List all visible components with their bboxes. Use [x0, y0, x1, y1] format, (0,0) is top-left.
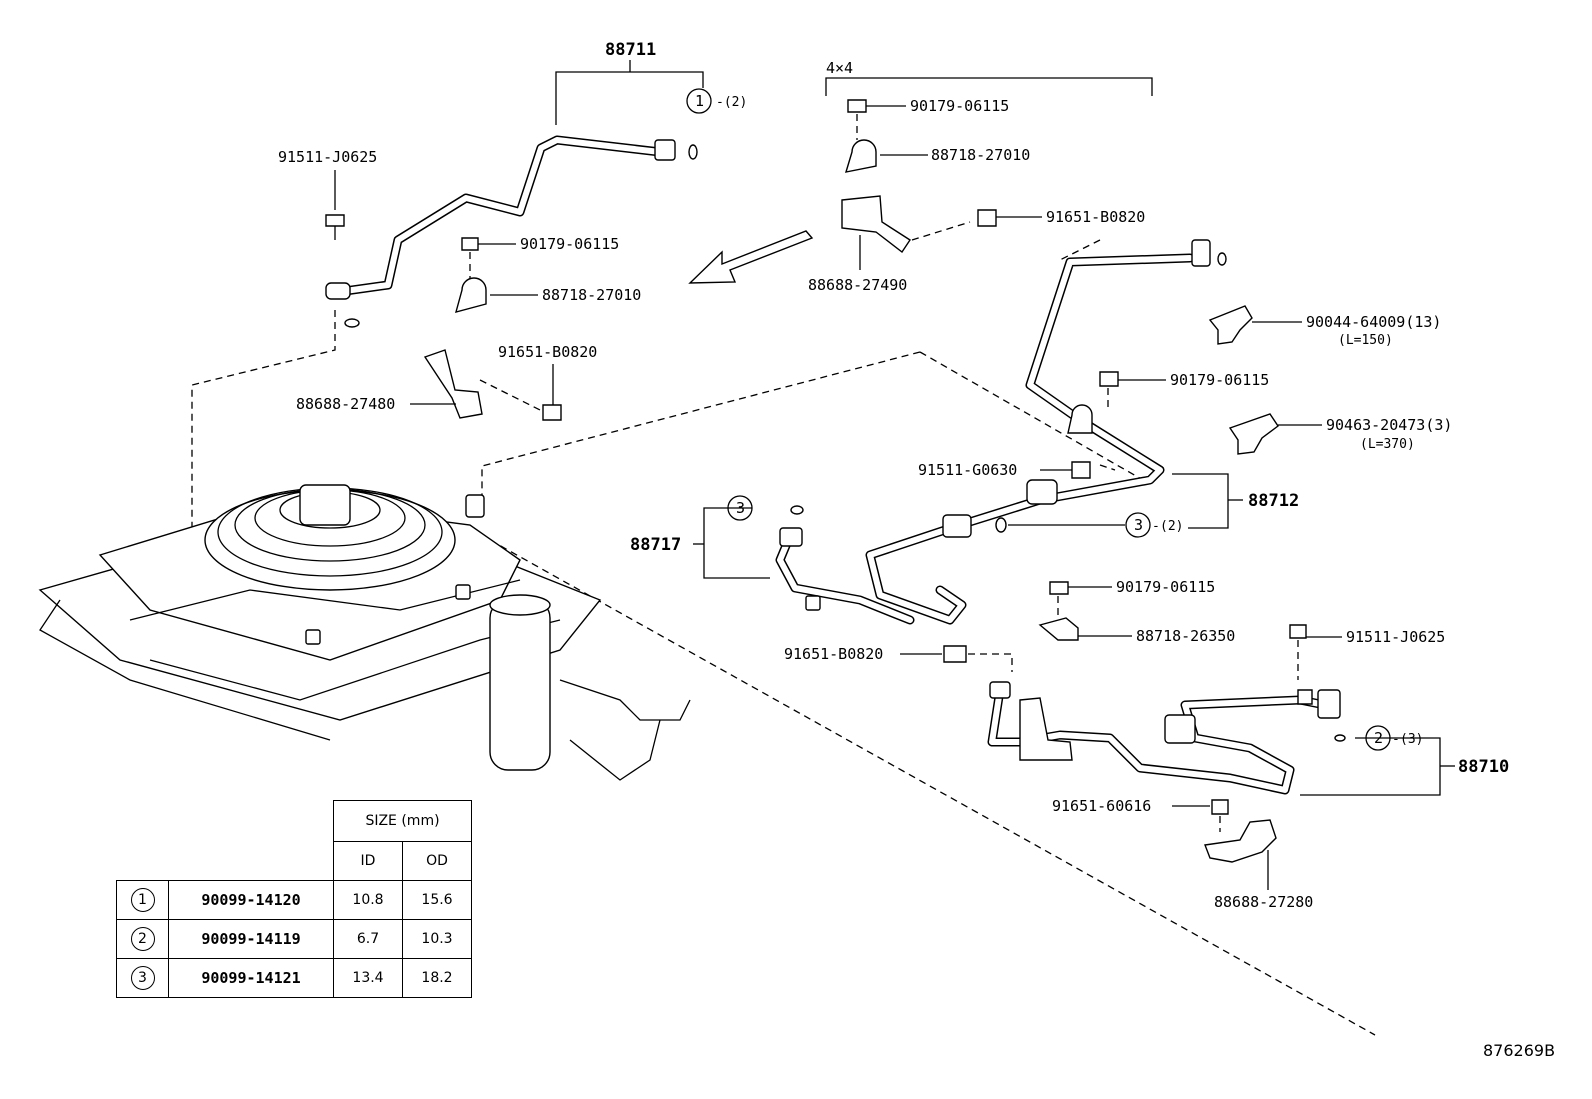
label-88718-27010-left: 88718-27010 — [542, 286, 641, 304]
pipe-88717: 88717 3 — [630, 495, 915, 625]
nut-90179-top — [847, 99, 867, 113]
circle-ref-3-88712: 3 — [1134, 516, 1143, 534]
label-88688-27490: 88688-27490 — [808, 276, 907, 294]
label-88718-26350: 88718-26350 — [1136, 627, 1235, 645]
label-88710: 88710 — [1458, 757, 1509, 777]
label-91511-J0625-left: 91511-J0625 — [278, 148, 377, 166]
label-90179-06115-right: 90179-06115 — [1170, 371, 1269, 389]
bolt-91511-J0625-right — [1289, 624, 1307, 639]
circle-ref-1: 1 — [695, 92, 704, 110]
ref-qty-88711: -(2) — [716, 95, 747, 110]
table-row: 1 90099-14120 10.8 15.6 — [116, 880, 472, 920]
table-row: 3 90099-14121 13.4 18.2 — [116, 958, 472, 998]
col-id-header: ID — [333, 841, 403, 881]
col-od-header: OD — [402, 841, 472, 881]
pipe-88711 — [325, 135, 698, 328]
o-ring-size-table: SIZE (mm) ID OD 1 90099-14120 10.8 15.6 … — [116, 800, 472, 998]
svg-text:-: - — [1392, 732, 1400, 747]
label-88718-27010-top: 88718-27010 — [931, 146, 1030, 164]
clamp-88718-top — [844, 139, 877, 173]
fasteners-left: 91511-J0625 90179-06115 88718-27010 8868… — [278, 148, 641, 421]
receiver-dryer — [489, 599, 551, 771]
pipe-flange-left — [325, 282, 351, 300]
o-ring-left — [344, 318, 360, 328]
o-ring-3-88717 — [790, 505, 804, 515]
id-value: 6.7 — [333, 919, 403, 959]
band-90463 — [1228, 413, 1279, 455]
label-90044-64009: 90044-64009(13) — [1306, 313, 1441, 331]
guide-lines — [191, 239, 1376, 1036]
label-91651-B0820-mid: 91651-B0820 — [784, 645, 883, 663]
ref-qty-88712: (2) — [1160, 519, 1183, 534]
od-value: 10.3 — [402, 919, 472, 959]
circle-ref: 1 — [130, 888, 155, 912]
o-ring-1 — [688, 144, 698, 160]
label-90463-length: (L=370) — [1360, 437, 1415, 452]
circle-ref: 2 — [130, 927, 155, 951]
label-90463-20473: 90463-20473(3) — [1326, 416, 1452, 434]
table-row: 2 90099-14119 6.7 10.3 — [116, 919, 472, 959]
condenser-assembly — [38, 484, 691, 781]
nut-90179-right — [1099, 371, 1119, 387]
id-value: 13.4 — [333, 958, 403, 998]
nut-90179-left — [461, 237, 479, 251]
nut-90179-mid — [1049, 581, 1069, 595]
circle-ref-2-88710: 2 — [1374, 729, 1383, 747]
label-91511-J0625-right: 91511-J0625 — [1346, 628, 1445, 646]
bolt-91651-top — [977, 209, 997, 227]
bolt-91651-left — [542, 404, 562, 421]
group-88712: 90179-06115 91511-G0630 88712 3 - (2) — [918, 371, 1299, 538]
fitting-88712-flange — [1026, 479, 1058, 505]
bracket-88688-27490 — [841, 195, 911, 254]
diagram-code: 876269B — [1483, 1041, 1555, 1060]
label-91511-G0630: 91511-G0630 — [918, 461, 1017, 479]
label-88712: 88712 — [1248, 491, 1299, 511]
group-4x4: 4×4 90179-06115 88718-27010 88688-27490 … — [808, 59, 1153, 294]
band-clamps: 90044-64009(13) (L=150) 90463-20473(3) (… — [1208, 305, 1452, 455]
od-value: 15.6 — [402, 880, 472, 920]
label-88711: 88711 — [605, 40, 656, 60]
bracket-88688-27280 — [1204, 819, 1277, 863]
ref-qty-88710: (3) — [1400, 732, 1423, 747]
label-88688-27480: 88688-27480 — [296, 395, 395, 413]
id-value: 10.8 — [333, 880, 403, 920]
fan-motor — [299, 484, 351, 526]
bracket-88688-27480 — [423, 349, 483, 419]
label-90179-06115-left: 90179-06115 — [520, 235, 619, 253]
label-88717: 88717 — [630, 535, 681, 555]
clamp-88718-26350 — [1038, 617, 1079, 641]
bolt-91511-G0630 — [1071, 461, 1091, 479]
o-ring-3 — [995, 517, 1007, 533]
circle-ref: 3 — [130, 966, 155, 990]
band-90044 — [1208, 305, 1253, 345]
label-91651-B0820-left: 91651-B0820 — [498, 343, 597, 361]
label-90179-06115-top: 90179-06115 — [910, 97, 1009, 115]
bolt-91651-mid — [943, 645, 967, 663]
label-91651-60616: 91651-60616 — [1052, 797, 1151, 815]
pipe-88710: 90179-06115 88718-26350 91511-J0625 9165… — [784, 578, 1509, 911]
fitting-88712-top — [1191, 239, 1211, 267]
pressure-switch-bracket — [1019, 697, 1073, 761]
label-91651-B0820-top: 91651-B0820 — [1046, 208, 1145, 226]
pipe-fitting-top — [654, 139, 676, 161]
label-88688-27280: 88688-27280 — [1214, 893, 1313, 911]
group-88711: 88711 1 -(2) — [555, 40, 747, 125]
bolt-91651-60616 — [1211, 799, 1229, 815]
o-ring-2 — [1334, 734, 1346, 742]
od-value: 18.2 — [402, 958, 472, 998]
svg-text:-: - — [1152, 519, 1160, 534]
label-90044-length: (L=150) — [1338, 333, 1393, 348]
front-direction-arrow — [688, 230, 814, 284]
part-number: 90099-14119 — [168, 919, 334, 959]
part-number: 90099-14120 — [168, 880, 334, 920]
clamp-88718-left — [455, 277, 487, 313]
circle-ref-3-88717: 3 — [736, 499, 745, 517]
size-header: SIZE (mm) — [333, 800, 472, 842]
label-90179-06115-mid: 90179-06115 — [1116, 578, 1215, 596]
pipe-88712 — [865, 239, 1227, 625]
part-number: 90099-14121 — [168, 958, 334, 998]
label-4x4: 4×4 — [826, 59, 853, 77]
